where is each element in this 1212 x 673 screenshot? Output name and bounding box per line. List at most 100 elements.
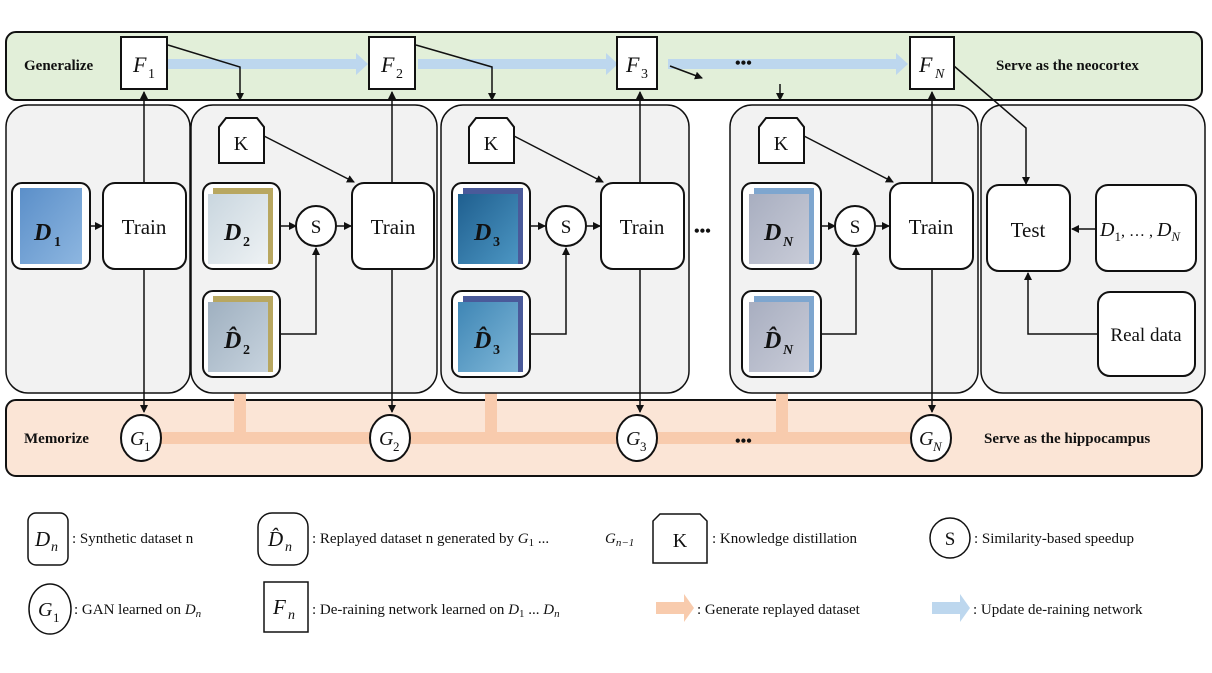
similarity-node-2[interactable]: S (295, 205, 337, 247)
update-arrow-1 (168, 53, 368, 75)
dataset-d2[interactable]: D 2 (202, 182, 281, 270)
gan-gn[interactable]: G N (910, 414, 952, 462)
dataset-replay-dn[interactable]: D̂ N (741, 290, 822, 378)
dataset-replay-d2[interactable]: D̂ 2 (202, 290, 281, 378)
kd-box-n[interactable]: K (758, 117, 805, 164)
svg-text:n: n (285, 540, 292, 555)
svg-text:S: S (850, 217, 861, 238)
svg-text:Gn−1: Gn−1 (605, 531, 634, 549)
kd-box-3[interactable]: K (468, 117, 515, 164)
svg-text:3: 3 (641, 67, 648, 82)
test-box[interactable]: Test (986, 184, 1071, 272)
update-arrow-icon (932, 594, 970, 622)
svg-text:D̂: D̂ (763, 327, 781, 354)
svg-text:N: N (932, 439, 943, 454)
svg-text:1: 1 (148, 67, 155, 82)
gan-g2[interactable]: G 2 (369, 414, 411, 462)
svg-text:D: D (223, 220, 241, 246)
svg-text:Test: Test (1011, 218, 1046, 242)
kd-box-2[interactable]: K (218, 117, 265, 164)
svg-text:F: F (380, 52, 395, 77)
update-arrow-3 (668, 53, 908, 75)
top-ellipsis: ••• (735, 55, 752, 72)
svg-text:: Similarity-based speedup: : Similarity-based speedup (974, 531, 1134, 547)
svg-text:S: S (945, 529, 956, 550)
update-arrow-2 (418, 53, 618, 75)
svg-text:3: 3 (493, 235, 500, 250)
svg-text:: Synthetic dataset n: : Synthetic dataset n (72, 531, 194, 547)
train-box-2[interactable]: Train (351, 182, 435, 270)
stage-ellipsis: ••• (694, 223, 711, 240)
svg-text:1: 1 (54, 235, 61, 250)
gan-g1[interactable]: G 1 (120, 414, 162, 462)
svg-text:D: D (763, 220, 781, 246)
bottom-ellipsis: ••• (735, 433, 752, 450)
svg-text:S: S (561, 217, 572, 238)
svg-text:n: n (288, 608, 295, 623)
svg-text:K: K (673, 530, 688, 552)
svg-text:Real data: Real data (1110, 325, 1182, 346)
svg-text:G: G (130, 428, 145, 450)
svg-text:G: G (38, 599, 53, 621)
svg-text:N: N (782, 235, 794, 250)
svg-text:2: 2 (243, 235, 250, 250)
svg-text:D̂: D̂ (223, 327, 241, 354)
svg-text:G: G (626, 428, 641, 450)
svg-text:K: K (234, 133, 249, 155)
memorize-label: Memorize (24, 431, 89, 447)
svg-text:Train: Train (371, 215, 416, 239)
generalize-label: Generalize (24, 58, 93, 74)
dataset-replay-d3[interactable]: D̂ 3 (451, 290, 531, 378)
train-box-1[interactable]: Train (102, 182, 187, 270)
svg-text:2: 2 (393, 439, 400, 454)
legend-replay-arrow: : Generate replayed dataset (656, 594, 861, 622)
svg-text:2: 2 (396, 67, 403, 82)
svg-text:: De-raining network learned o: : De-raining network learned on D1 ... D… (312, 602, 560, 620)
legend-dn: D n : Synthetic dataset n (27, 512, 194, 566)
svg-text:D̂: D̂ (473, 327, 491, 354)
legend-g: G 1 : GAN learned on Dn (28, 583, 202, 635)
svg-text:1: 1 (53, 610, 60, 625)
network-f1[interactable]: F 1 (120, 36, 168, 90)
svg-text:F: F (625, 52, 640, 77)
svg-text:F: F (132, 52, 147, 77)
legend-k: K : Knowledge distillation (652, 513, 857, 564)
network-f3[interactable]: F 3 (616, 36, 658, 90)
network-f2[interactable]: F 2 (368, 36, 416, 90)
legend-s: S : Similarity-based speedup (929, 517, 1134, 559)
replay-arrow-icon (656, 594, 694, 622)
svg-text:Train: Train (122, 215, 167, 239)
similarity-node-n[interactable]: S (834, 205, 876, 247)
train-box-n[interactable]: Train (889, 182, 974, 270)
svg-text:D: D (34, 527, 50, 551)
svg-text:: GAN learned on Dn: : GAN learned on Dn (74, 602, 202, 620)
svg-text:N: N (782, 343, 794, 358)
similarity-node-3[interactable]: S (545, 205, 587, 247)
svg-text:N: N (934, 67, 945, 82)
legend-f: F n : De-raining network learned on D1 .… (263, 581, 560, 633)
real-data-box[interactable]: Real data (1097, 291, 1196, 377)
svg-text:3: 3 (640, 439, 647, 454)
svg-text:G: G (379, 428, 394, 450)
svg-text:D: D (33, 220, 51, 246)
svg-text:Train: Train (909, 215, 954, 239)
test-datasets-box[interactable]: D1, … , DN (1095, 184, 1197, 272)
svg-text:Train: Train (620, 215, 665, 239)
svg-text:D1, … , DN: D1, … , DN (1099, 219, 1181, 244)
gan-g3[interactable]: G 3 (616, 414, 658, 462)
network-fn[interactable]: F N (909, 36, 955, 90)
dataset-d3[interactable]: D 3 (451, 182, 531, 270)
svg-text:D: D (473, 220, 491, 246)
train-box-3[interactable]: Train (600, 182, 685, 270)
update-arrows (168, 53, 908, 75)
dataset-dn[interactable]: D N (741, 182, 822, 270)
svg-text:K: K (774, 133, 789, 155)
legend-dhat: D̂ n : Replayed dataset n generated by G… (257, 512, 634, 566)
dataset-d1[interactable]: D 1 (11, 182, 91, 270)
neocortex-label: Serve as the neocortex (996, 58, 1139, 74)
svg-text:S: S (311, 217, 322, 238)
svg-text:F: F (272, 595, 286, 619)
svg-text:G: G (919, 428, 934, 450)
hippocampus-label: Serve as the hippocampus (984, 431, 1150, 447)
